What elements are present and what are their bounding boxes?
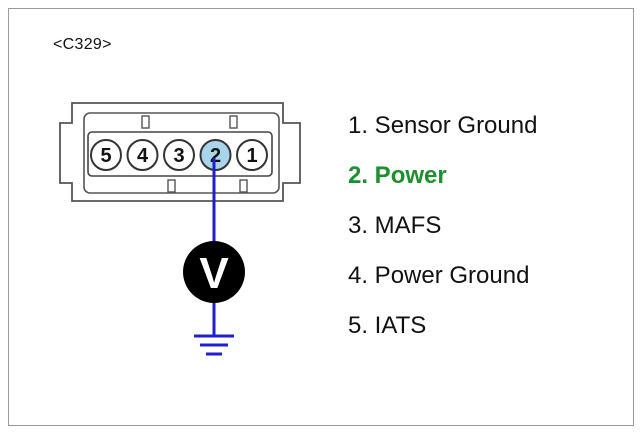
diagram-frame: [8, 8, 634, 426]
legend-item-pin-5: 5. IATS: [348, 312, 427, 339]
legend-item-pin-1: 1. Sensor Ground: [348, 112, 538, 139]
connector-pin-label: 3: [173, 145, 184, 167]
connector-pin-4: 4: [126, 139, 159, 171]
connector-pins: 5 4 3 2 1: [90, 139, 268, 171]
connector-key-top-right: [229, 115, 238, 129]
legend-item-pin-2: 2. Power: [348, 162, 447, 189]
legend-item-pin-4: 4. Power Ground: [348, 262, 530, 289]
connector-key-top-left: [141, 115, 150, 129]
voltmeter-v-label: V: [199, 249, 229, 298]
connector-pin-3: 3: [163, 139, 195, 171]
connector-pin-label: 4: [137, 145, 149, 167]
voltmeter-symbol: [183, 241, 245, 303]
ground-icon: [194, 334, 234, 356]
connector-pin-label: 1: [246, 145, 257, 167]
legend-item-pin-3: 3. MAFS: [348, 212, 442, 239]
connector-id-label: <C329>: [53, 36, 112, 53]
connector-pin-5: 5: [90, 139, 122, 171]
connector-key-bottom-left: [167, 179, 176, 193]
connector-pin-1: 1: [236, 139, 268, 171]
connector-pin-label: 5: [100, 145, 111, 167]
connector-key-bottom-right: [239, 179, 248, 193]
connector-pin-label: 2: [210, 145, 221, 167]
